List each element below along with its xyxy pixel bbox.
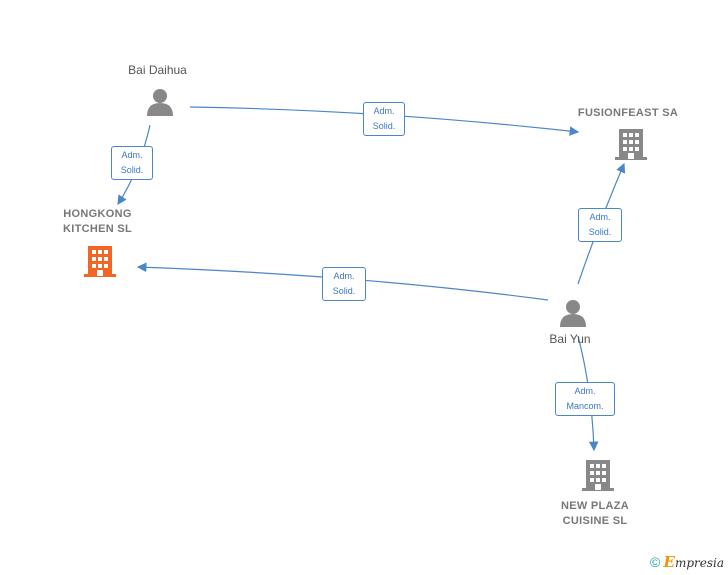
brand-name: mpresia <box>674 556 724 570</box>
relation-line: Solid. <box>120 165 144 175</box>
company-label-hongkong-kitchen[interactable]: HONGKONG KITCHEN SL <box>40 207 155 237</box>
relation-line: Adm. <box>373 106 395 116</box>
person-label-bai-yun[interactable]: Bai Yun <box>549 332 591 346</box>
relation-line: Solid. <box>588 227 612 237</box>
person-label-bai-daihua[interactable]: Bai Daihua <box>128 63 187 77</box>
empresia-logo: © Empresia <box>650 553 724 571</box>
relation-line: Adm. <box>333 271 355 281</box>
building-icon[interactable] <box>615 129 647 160</box>
relation-badge: Adm. Solid. <box>363 102 405 136</box>
building-icon[interactable] <box>84 246 116 277</box>
building-icon[interactable] <box>582 460 614 491</box>
relation-badge: Adm. Solid. <box>322 267 366 301</box>
relation-line: Solid. <box>332 286 356 296</box>
company-label-new-plaza[interactable]: NEW PLAZA CUISINE SL <box>545 499 645 529</box>
company-label-line: CUISINE SL <box>562 515 628 527</box>
relation-badge: Adm. Mancom. <box>555 382 615 416</box>
relation-badge: Adm. Solid. <box>111 146 153 180</box>
company-label-fusionfeast[interactable]: FUSIONFEAST SA <box>577 107 679 119</box>
person-icon[interactable] <box>147 89 173 116</box>
company-label-line: KITCHEN SL <box>63 223 132 235</box>
relation-line: Adm. <box>589 212 611 222</box>
company-label-line: NEW PLAZA <box>560 500 630 512</box>
brand-initial: E <box>663 553 675 571</box>
company-label-line: HONGKONG <box>63 208 132 220</box>
relation-badge: Adm. Solid. <box>578 208 622 242</box>
relation-line: Adm. <box>121 150 143 160</box>
person-icon[interactable] <box>560 300 586 327</box>
relation-line: Adm. <box>574 386 596 396</box>
relation-line: Mancom. <box>566 401 604 411</box>
relation-line: Solid. <box>372 121 396 131</box>
copyright-icon: © <box>649 554 661 570</box>
